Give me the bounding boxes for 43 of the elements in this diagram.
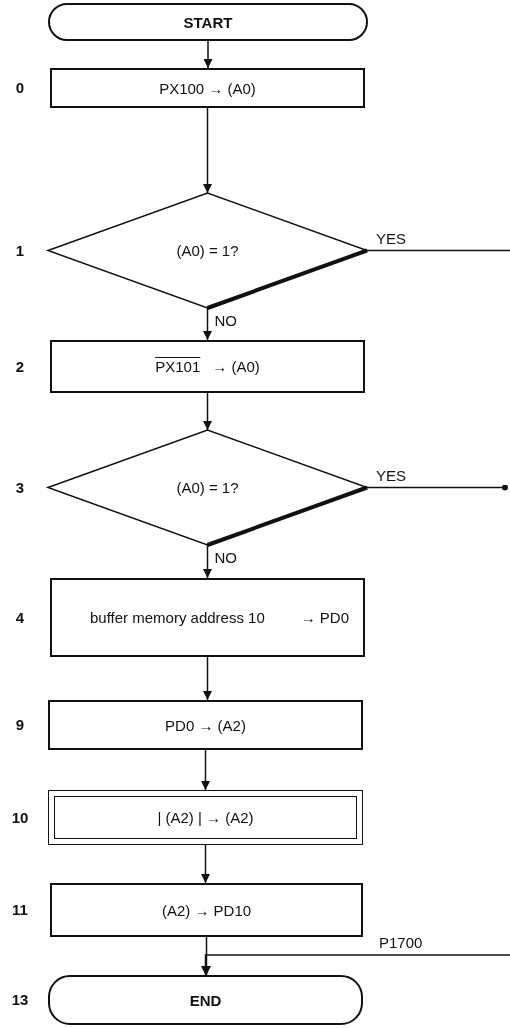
box-text: → (A0)	[212, 358, 260, 375]
edge-label: P1700	[378, 935, 424, 951]
edge-label: NO	[213, 550, 238, 566]
step-number: 9	[14, 716, 26, 733]
box-text: (A0) = 1?	[176, 242, 239, 259]
box-text: buffer memory address 10	[90, 609, 265, 626]
arrow	[201, 844, 210, 884]
step-number: 4	[14, 608, 26, 626]
box-text: START	[183, 13, 233, 31]
arrow	[203, 544, 212, 579]
box-text: PX100 → (A0)	[159, 79, 256, 97]
process-box	[50, 883, 363, 937]
arrow	[203, 392, 212, 431]
process-box	[50, 340, 365, 393]
process-box	[48, 700, 363, 750]
box-text: PX101	[155, 358, 201, 375]
arrow	[201, 749, 210, 791]
box-text: END	[189, 991, 222, 1009]
arrow	[203, 40, 213, 69]
process-box	[50, 578, 365, 657]
arrow	[203, 307, 212, 341]
arrow	[201, 954, 510, 976]
arrow	[203, 107, 212, 194]
box-text: → PD0	[300, 609, 349, 626]
edge-label: NO	[213, 313, 238, 329]
box-text: (A0) = 1?	[176, 479, 239, 496]
decision-diamond	[48, 193, 367, 308]
step-number: 2	[14, 357, 26, 375]
box-text: PD0 → (A2)	[165, 716, 246, 734]
decision-diamond	[48, 430, 367, 545]
step-number: 11	[11, 901, 29, 918]
step-number: 1	[14, 241, 26, 259]
box-text: (A2) → PD10	[161, 901, 252, 919]
terminal-box	[48, 3, 368, 41]
box-text: | (A2) | → (A2)	[157, 809, 254, 826]
predefined-process-box	[48, 790, 363, 845]
step-number: 3	[14, 478, 26, 496]
arrow	[203, 656, 212, 701]
step-number: 10	[10, 808, 30, 826]
step-number: 0	[14, 79, 26, 96]
step-number: 13	[10, 991, 30, 1008]
process-box	[50, 68, 365, 108]
terminal-box	[48, 975, 363, 1025]
